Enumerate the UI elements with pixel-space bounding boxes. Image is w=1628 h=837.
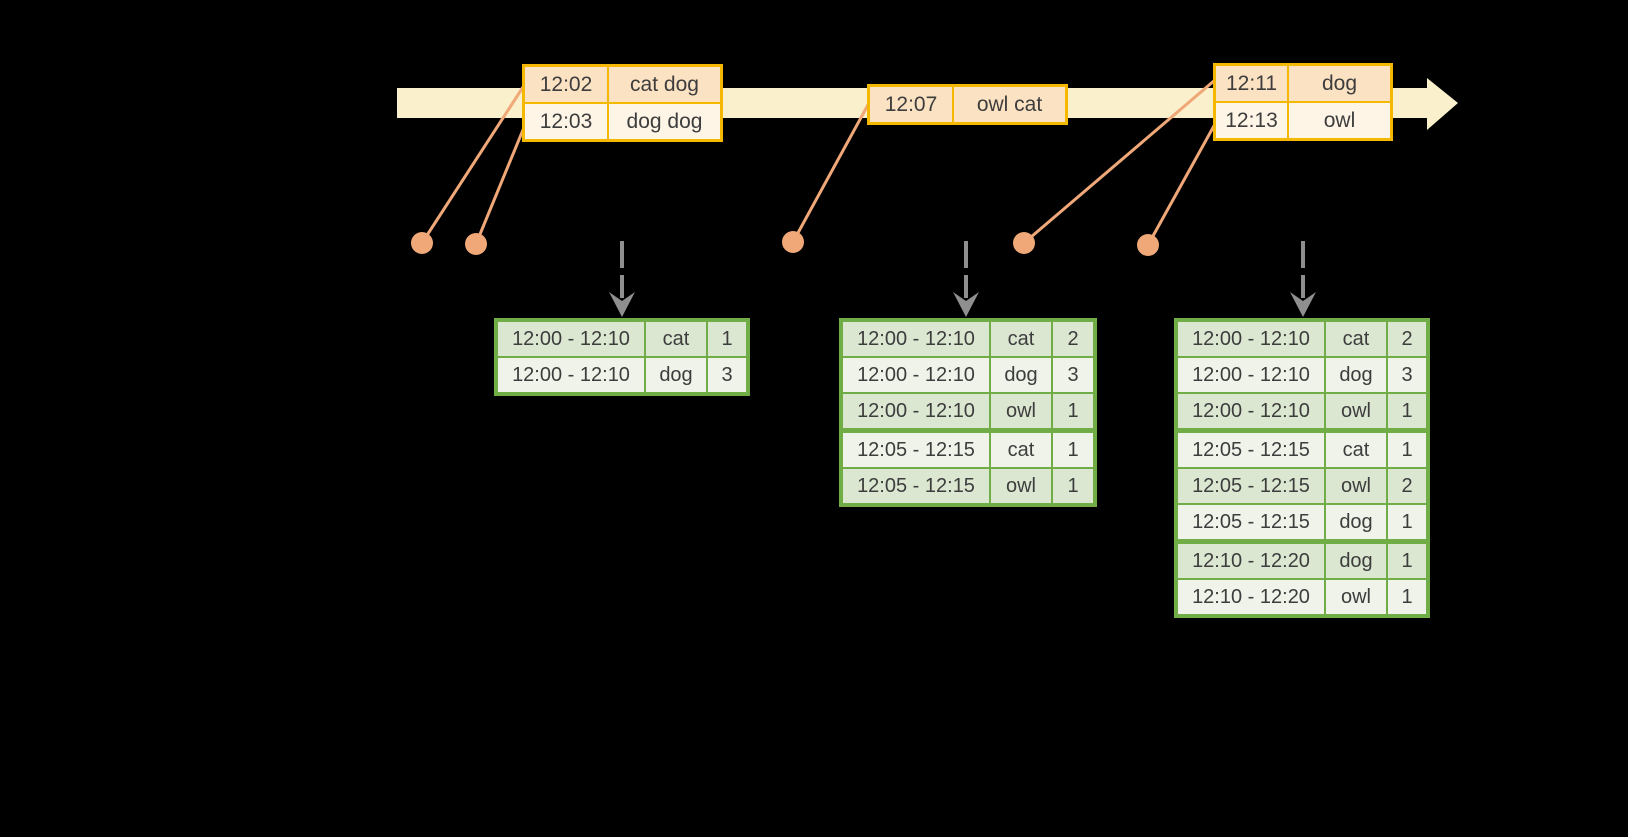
result-row: 12:00 - 12:10 cat 1 — [498, 322, 746, 356]
result-word-cell: cat — [1326, 433, 1386, 467]
result-row: 12:00 - 12:10 cat 2 — [843, 322, 1093, 356]
result-window-cell: 12:00 - 12:10 — [843, 322, 989, 356]
result-count-cell: 1 — [1388, 580, 1426, 614]
result-word-cell: cat — [991, 322, 1051, 356]
result-word-cell: dog — [1326, 505, 1386, 539]
event-dot-12-11 — [1013, 232, 1035, 254]
result-window-cell: 12:00 - 12:10 — [843, 358, 989, 392]
result-row: 12:00 - 12:10 dog 3 — [498, 358, 746, 392]
result-window-cell: 12:00 - 12:10 — [1178, 322, 1324, 356]
result-count-cell: 3 — [708, 358, 746, 392]
event-row: 12:02 cat dog — [525, 67, 720, 102]
result-row: 12:05 - 12:15 dog 1 — [1178, 505, 1426, 539]
result-window-cell: 12:05 - 12:15 — [843, 469, 989, 503]
result-row: 12:05 - 12:15 owl 2 — [1178, 469, 1426, 503]
result-count-cell: 3 — [1053, 358, 1093, 392]
result-word-cell: dog — [991, 358, 1051, 392]
result-table-1: 12:00 - 12:10 cat 1 12:00 - 12:10 dog 3 — [494, 318, 750, 396]
result-word-cell: dog — [1326, 544, 1386, 578]
connector-line-12-07 — [791, 102, 871, 243]
result-window-cell: 12:00 - 12:10 — [1178, 358, 1324, 392]
result-word-cell: owl — [991, 394, 1051, 428]
event-words-cell: dog dog — [609, 104, 720, 139]
result-count-cell: 1 — [1053, 469, 1093, 503]
result-count-cell: 1 — [1053, 394, 1093, 428]
result-window-cell: 12:00 - 12:10 — [1178, 394, 1324, 428]
result-window-cell: 12:10 - 12:20 — [1178, 580, 1324, 614]
result-word-cell: cat — [646, 322, 706, 356]
event-words-cell: owl — [1289, 103, 1390, 138]
event-row: 12:03 dog dog — [525, 104, 720, 139]
result-count-cell: 2 — [1388, 322, 1426, 356]
event-time-cell: 12:03 — [525, 104, 607, 139]
result-row: 12:10 - 12:20 owl 1 — [1178, 580, 1426, 614]
result-window-cell: 12:05 - 12:15 — [843, 433, 989, 467]
result-window-cell: 12:00 - 12:10 — [498, 322, 644, 356]
connector-line-12-03 — [474, 124, 527, 245]
connector-line-12-13 — [1146, 123, 1217, 246]
result-word-cell: owl — [1326, 469, 1386, 503]
event-row: 12:07 owl cat — [870, 87, 1065, 122]
trigger-arrowhead-icon-1 — [609, 292, 635, 317]
result-count-cell: 2 — [1053, 322, 1093, 356]
connector-line-12-11 — [1023, 78, 1216, 245]
trigger-arrowhead-icon-3 — [1290, 292, 1316, 317]
result-word-cell: cat — [1326, 322, 1386, 356]
connector-line-12-02 — [420, 83, 527, 244]
result-row: 12:10 - 12:20 dog 1 — [1178, 544, 1426, 578]
result-word-cell: owl — [1326, 394, 1386, 428]
event-table-12-11: 12:11 dog 12:13 owl — [1213, 63, 1393, 141]
event-time-cell: 12:07 — [870, 87, 952, 122]
event-time-cell: 12:02 — [525, 67, 607, 102]
result-count-cell: 1 — [1388, 505, 1426, 539]
result-word-cell: dog — [1326, 358, 1386, 392]
event-words-cell: owl cat — [954, 87, 1065, 122]
result-window-cell: 12:10 - 12:20 — [1178, 544, 1324, 578]
result-window-cell: 12:00 - 12:10 — [498, 358, 644, 392]
result-row: 12:00 - 12:10 dog 3 — [843, 358, 1093, 392]
result-row: 12:00 - 12:10 dog 3 — [1178, 358, 1426, 392]
result-table-2: 12:00 - 12:10 cat 2 12:00 - 12:10 dog 3 … — [839, 318, 1097, 507]
result-count-cell: 2 — [1388, 469, 1426, 503]
result-count-cell: 1 — [1388, 544, 1426, 578]
result-count-cell: 1 — [1053, 433, 1093, 467]
timeline-arrowhead-icon — [1427, 78, 1458, 130]
event-dot-12-07 — [782, 231, 804, 253]
result-word-cell: cat — [991, 433, 1051, 467]
event-time-cell: 12:11 — [1216, 66, 1287, 101]
result-window-cell: 12:05 - 12:15 — [1178, 505, 1324, 539]
event-dot-12-03 — [465, 233, 487, 255]
result-row: 12:05 - 12:15 owl 1 — [843, 469, 1093, 503]
result-window-cell: 12:05 - 12:15 — [1178, 469, 1324, 503]
result-row: 12:00 - 12:10 cat 2 — [1178, 322, 1426, 356]
trigger-arrows — [609, 241, 1316, 317]
event-time-cell: 12:13 — [1216, 103, 1287, 138]
result-window-cell: 12:05 - 12:15 — [1178, 433, 1324, 467]
result-row: 12:00 - 12:10 owl 1 — [1178, 394, 1426, 428]
result-count-cell: 1 — [708, 322, 746, 356]
result-count-cell: 3 — [1388, 358, 1426, 392]
event-table-12-07: 12:07 owl cat — [867, 84, 1068, 125]
result-count-cell: 1 — [1388, 394, 1426, 428]
result-table-3: 12:00 - 12:10 cat 2 12:00 - 12:10 dog 3 … — [1174, 318, 1430, 618]
event-table-12-02: 12:02 cat dog 12:03 dog dog — [522, 64, 723, 142]
event-row: 12:11 dog — [1216, 66, 1390, 101]
result-word-cell: owl — [991, 469, 1051, 503]
result-window-cell: 12:00 - 12:10 — [843, 394, 989, 428]
result-count-cell: 1 — [1388, 433, 1426, 467]
result-row: 12:05 - 12:15 cat 1 — [843, 433, 1093, 467]
result-row: 12:00 - 12:10 owl 1 — [843, 394, 1093, 428]
trigger-arrowhead-icon-2 — [953, 292, 979, 317]
event-dot-12-02 — [411, 232, 433, 254]
result-word-cell: owl — [1326, 580, 1386, 614]
event-connector-lines — [420, 78, 1217, 246]
event-words-cell: cat dog — [609, 67, 720, 102]
event-marker-dots — [411, 231, 1159, 256]
result-row: 12:05 - 12:15 cat 1 — [1178, 433, 1426, 467]
result-word-cell: dog — [646, 358, 706, 392]
event-words-cell: dog — [1289, 66, 1390, 101]
event-dot-12-13 — [1137, 234, 1159, 256]
event-row: 12:13 owl — [1216, 103, 1390, 138]
